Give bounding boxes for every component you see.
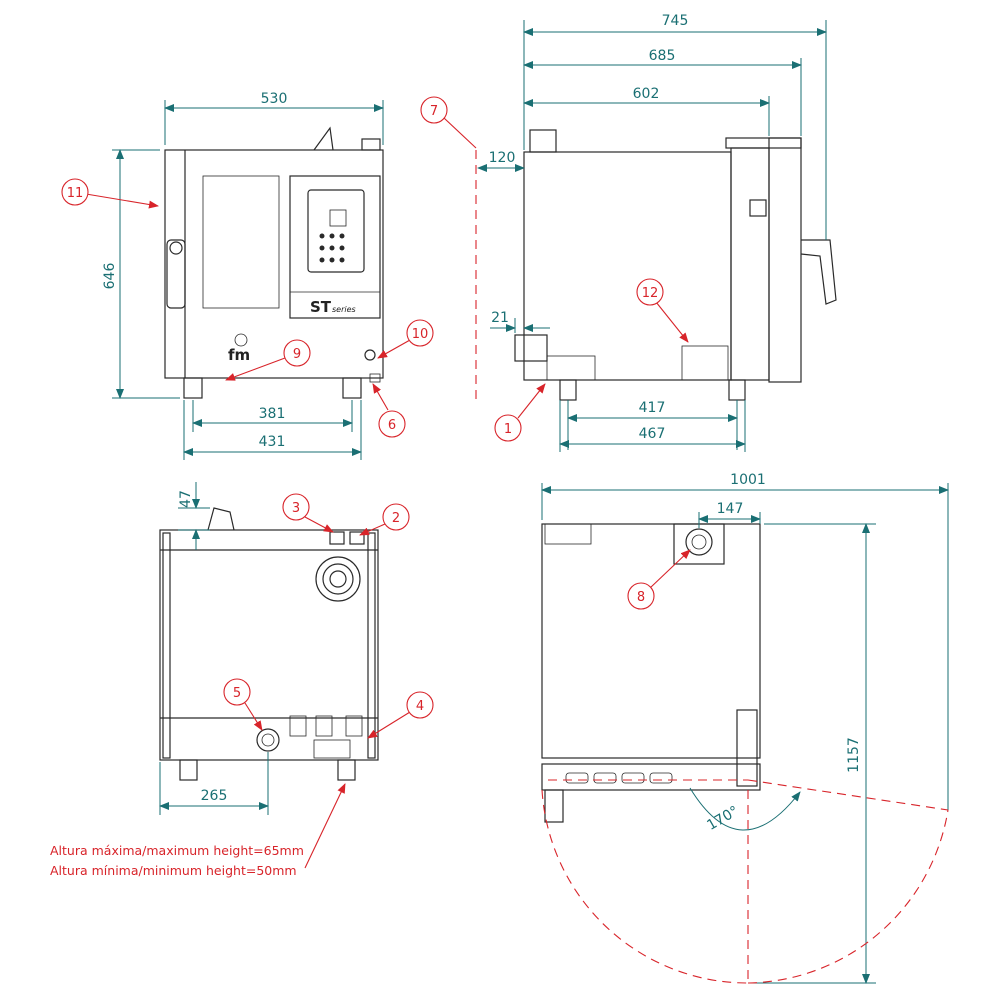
- dim-side-total: 745: [662, 13, 689, 29]
- dim-side-685: 685: [649, 48, 676, 64]
- callout-10: 10: [412, 327, 429, 342]
- dim-front-feet-outer: 431: [259, 434, 286, 450]
- callout-7: 7: [430, 104, 438, 119]
- top-view: 1001 147 1157 170°: [541, 472, 949, 984]
- dim-rear-drain: 265: [201, 788, 228, 804]
- dim-front-feet-inner: 381: [259, 406, 286, 422]
- side-view: 745 685 602 120 21 417 467: [475, 13, 837, 452]
- series-label: ST: [310, 298, 332, 316]
- dim-rear-top: 47: [178, 490, 194, 508]
- note-max-height: Altura máxima/maximum height=65mm: [50, 843, 304, 858]
- callout-2: 2: [392, 511, 400, 526]
- note-min-height: Altura mínima/minimum height=50mm: [50, 863, 297, 878]
- callout-5: 5: [233, 686, 241, 701]
- dim-top-147: 147: [717, 501, 744, 517]
- callouts: 11 9 10 6 7 1 12 3 2 4 5 8: [61, 96, 691, 869]
- callout-1: 1: [504, 422, 512, 437]
- rear-view: 47 265: [159, 482, 379, 815]
- dim-side-offset: 120: [489, 150, 516, 166]
- dim-front-width: 530: [261, 91, 288, 107]
- dim-front-height: 646: [102, 263, 118, 290]
- front-view: ST series fm 530 646 381 431: [102, 91, 384, 460]
- callout-3: 3: [292, 501, 300, 516]
- callout-8: 8: [637, 590, 645, 605]
- dim-top-total: 1001: [730, 472, 766, 488]
- dim-side-21: 21: [491, 310, 509, 326]
- fm-logo: fm: [228, 333, 250, 364]
- callout-9: 9: [293, 347, 301, 362]
- dim-top-depth: 1157: [846, 737, 862, 773]
- series-word: series: [332, 305, 356, 314]
- callout-11: 11: [67, 186, 84, 201]
- callout-4: 4: [416, 699, 424, 714]
- callout-12: 12: [642, 286, 659, 301]
- dim-side-feet-outer: 467: [639, 426, 666, 442]
- dim-side-602: 602: [633, 86, 660, 102]
- callout-6: 6: [388, 418, 396, 433]
- logo-text: fm: [228, 346, 250, 364]
- dim-side-feet-inner: 417: [639, 400, 666, 416]
